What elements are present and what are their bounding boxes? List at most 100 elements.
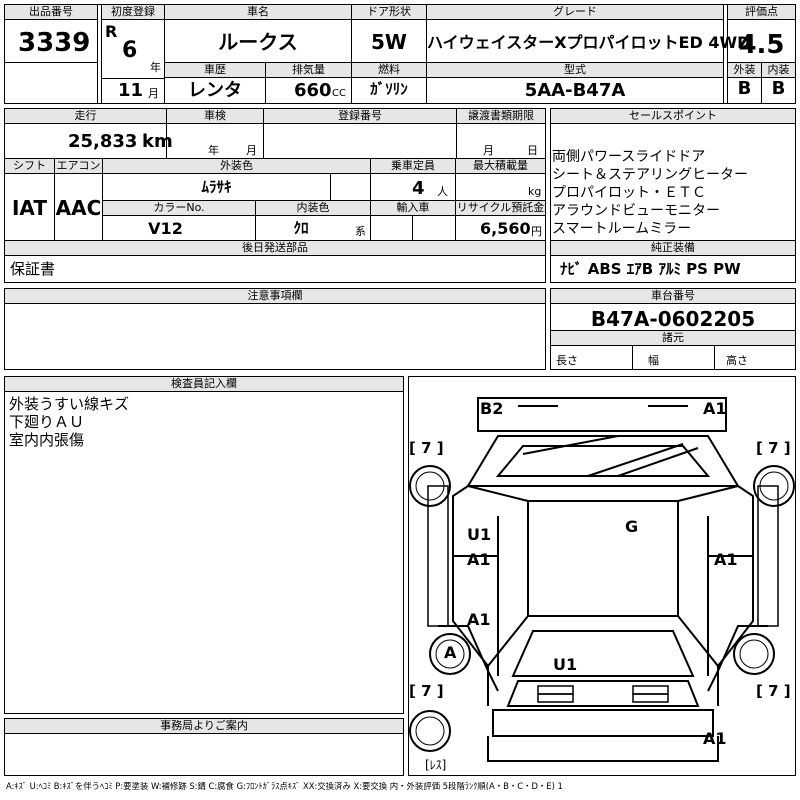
displacement-header: 排気量 [266,63,351,78]
transfer-day-unit: 日 [527,144,538,157]
car-name-header: 車名 [165,5,351,20]
tire-label-front-left: [ 7 ] [409,439,444,457]
spec-width-label: 幅 [648,354,659,367]
recycle-value: 6,560 [480,219,531,238]
tire-label-front-right: [ 7 ] [756,439,791,457]
first-reg-month-unit: 月 [148,87,159,100]
spare-tire [409,710,451,752]
lot-number: 3339 [18,28,91,58]
ac-header: エアコン [55,159,102,174]
ext-color-header: 外装色 [103,159,370,174]
recycle-header: リサイクル預託金 [456,201,545,216]
score-int-header: 内装 [762,63,795,78]
sales-point-3: プロパイロット・ＥＴＣ [552,185,706,201]
score-ext-value: B [737,78,752,99]
equipment-value: ﾅﾋﾞ ABS ｴｱB ｱﾙﾐ PS PW [560,260,741,278]
inspector-header: 検査員記入欄 [5,377,403,392]
later-parts-header: 後日発送部品 [5,241,545,256]
notes-header: 注意事項欄 [5,289,545,304]
inspector-line-3: 室内内張傷 [9,431,85,449]
right-side [717,485,754,706]
inspector-line-1: 外装うすい線キズ [9,395,130,413]
mileage-unit: km [142,131,173,152]
car-name-value: ルークス [218,30,298,54]
sales-block [550,108,796,283]
mark-left-u1: U1 [467,525,492,544]
wheel-rear-left [429,633,471,675]
max-load-header: 最大積載量 [456,159,545,174]
int-color-unit: 系 [355,225,366,238]
inspector-block [4,376,404,714]
later-parts-value: 保証書 [10,260,56,278]
spec-height-label: 高さ [726,354,748,367]
sales-point-1: 両側パワースライドドア [552,149,706,165]
capacity-value: 4 [412,178,425,199]
int-color-value: ｸﾛ [293,219,309,237]
tire-label-rear-left: [ 7 ] [409,682,444,700]
rear-bumper [492,709,714,737]
car-diagram [409,397,795,762]
equipment-header: 純正装備 [551,241,795,256]
legend: A:ｷｽﾞ U:ﾍｺﾐ B:ｷｽﾞを伴うﾍｺﾐ P:要塗装 W:補修跡 S:錆 … [6,782,563,791]
first-reg-header: 初度登録 [102,5,164,20]
car-diagram-box [408,376,796,776]
score-value: 4.5 [738,30,785,60]
mileage-value: 25,833 [68,131,138,152]
mark-right-a1: A1 [714,550,738,569]
shift-value: IAT [11,196,47,220]
inspector-line-2: 下廻りＡＵ [9,413,85,431]
fuel-header: 燃料 [352,63,426,78]
score-ext-header: 外装 [728,63,761,78]
fuel-value: ｶﾞｿﾘﾝ [370,80,408,98]
left-side [452,485,489,706]
sales-point-4: アラウンドビューモニター [552,203,720,219]
int-color-header: 内装色 [256,201,370,216]
spec-length-label: 長さ [556,354,578,367]
top-block [4,4,796,104]
chassis-block [550,288,796,370]
history-header: 車歴 [165,63,265,78]
model-value: 5AA-B47A [524,80,626,101]
wheel-front-left [409,465,451,507]
mark-rear-u1: U1 [553,655,578,674]
max-load-unit: kg [528,185,542,198]
ac-value: AAC [55,196,102,220]
model-header: 型式 [427,63,723,78]
recycle-unit: 円 [531,225,542,238]
sales-points-header: セールスポイント [551,109,795,124]
mark-roof-g: G [625,517,639,536]
rear-window [511,630,695,677]
first-reg-year-unit: 年 [150,61,161,74]
import-header: 輸入車 [371,201,455,216]
mark-wheel-a: A [444,643,457,662]
hood-outline [466,435,740,487]
transfer-header: 譲渡書類期限 [457,109,545,124]
front-bumper [477,397,727,432]
color-no-value: V12 [148,219,183,238]
shift-header: シフト [5,159,54,174]
sales-point-5: スマートルームミラー [552,221,692,237]
inspection-month-unit: 月 [246,144,257,157]
registration-header: 登録番号 [264,109,456,124]
score-header: 評価点 [728,5,795,20]
grade-header: グレード [427,5,723,20]
ext-color-value: ﾑﾗｻｷ [201,178,232,196]
lot-header: 出品番号 [5,5,97,20]
wheel-rear-right [733,633,775,675]
displacement-value: 660 [294,80,332,101]
specs-header: 諸元 [551,331,795,346]
sales-point-2: シート＆ステアリングヒーター [552,167,748,183]
inspection-header: 車検 [167,109,263,124]
capacity-unit: 人 [437,185,448,198]
color-no-header: カラーNo. [103,201,255,216]
mark-left-a1-upper: A1 [467,550,491,569]
first-reg-month: 11 [118,80,144,101]
first-reg-year: 6 [122,38,138,63]
transfer-month-unit: 月 [483,144,494,157]
history-value: レンタ [188,80,242,101]
inspection-year-unit: 年 [208,144,219,157]
score-int-value: B [771,78,786,99]
windshield [495,445,711,477]
wheel-front-right [753,465,795,507]
door-value: 5W [371,30,407,54]
